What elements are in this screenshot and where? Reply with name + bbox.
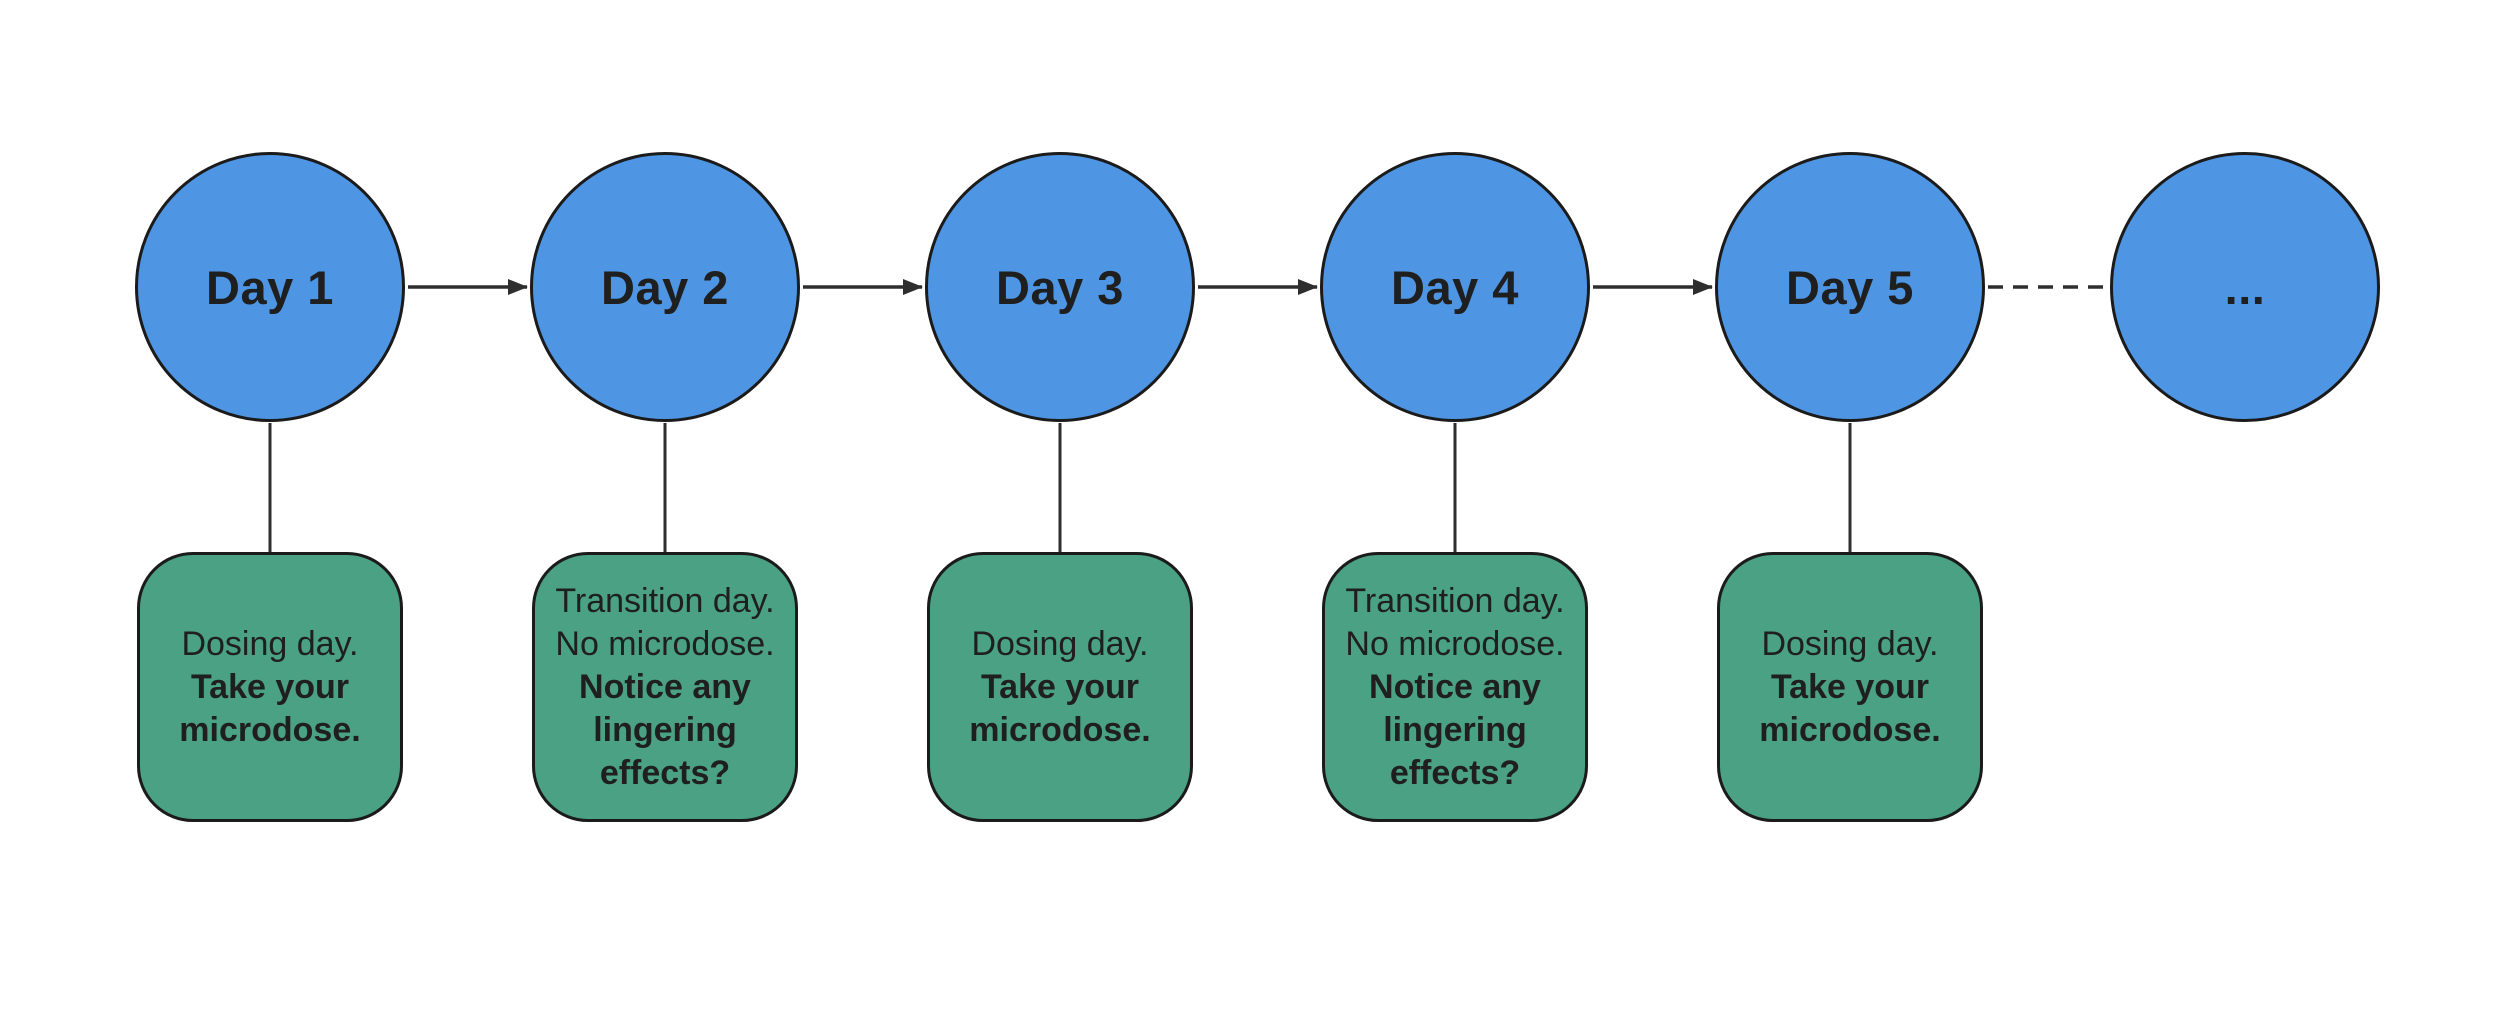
day1-node: Day 1 xyxy=(135,152,405,422)
day1-label: Day 1 xyxy=(206,260,334,314)
day4-note-bold: Notice any lingering effects? xyxy=(1369,667,1541,792)
day5-node: Day 5 xyxy=(1715,152,1985,422)
day5-note-bold: Take your microdose. xyxy=(1759,667,1941,749)
day4-note-text: Transition day. No microdose. Notice any… xyxy=(1337,580,1572,795)
day3-note-bold: Take your microdose. xyxy=(969,667,1151,749)
day2-label: Day 2 xyxy=(601,260,729,314)
day5-note-text: Dosing day. Take your microdose. xyxy=(1751,623,1948,752)
day1-note-text: Dosing day. Take your microdose. xyxy=(171,623,368,752)
day4-node: Day 4 xyxy=(1320,152,1590,422)
day1-note-box: Dosing day. Take your microdose. xyxy=(137,552,403,822)
day3-note-box: Dosing day. Take your microdose. xyxy=(927,552,1193,822)
day2-note-normal: Transition day. No microdose. xyxy=(555,581,775,663)
day5-note-box: Dosing day. Take your microdose. xyxy=(1717,552,1983,822)
day4-label: Day 4 xyxy=(1391,260,1519,314)
day2-note-text: Transition day. No microdose. Notice any… xyxy=(547,580,782,795)
day5-label: Day 5 xyxy=(1786,260,1914,314)
ellipsis-label: ... xyxy=(2224,260,2266,314)
day1-note-bold: Take your microdose. xyxy=(179,667,361,749)
day4-note-normal: Transition day. No microdose. xyxy=(1345,581,1565,663)
day3-label: Day 3 xyxy=(996,260,1124,314)
day4-note-box: Transition day. No microdose. Notice any… xyxy=(1322,552,1588,822)
day1-note-normal: Dosing day. xyxy=(181,624,359,663)
day5-note-normal: Dosing day. xyxy=(1761,624,1939,663)
day2-node: Day 2 xyxy=(530,152,800,422)
day3-note-text: Dosing day. Take your microdose. xyxy=(961,623,1158,752)
day2-note-bold: Notice any lingering effects? xyxy=(579,667,751,792)
day3-node: Day 3 xyxy=(925,152,1195,422)
day3-note-normal: Dosing day. xyxy=(971,624,1149,663)
ellipsis-node: ... xyxy=(2110,152,2380,422)
day2-note-box: Transition day. No microdose. Notice any… xyxy=(532,552,798,822)
